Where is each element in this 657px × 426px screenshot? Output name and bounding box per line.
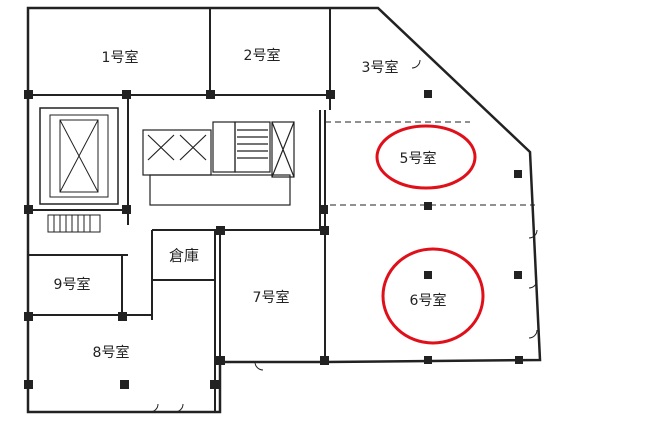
room-label-5: 5号室 [399,151,437,167]
room-label-3: 3号室 [361,60,399,76]
room-label-1: 1号室 [101,50,139,66]
highlight-circle-room5 [375,124,477,190]
room-label-storage: 倉庫 [168,246,200,265]
partition-dashed [209,20,535,206]
room-label-9: 9号室 [53,277,91,293]
shaft [39,107,119,205]
columns [24,90,523,389]
room-label-7: 7号室 [252,290,290,306]
highlight-circle-room6 [381,247,485,345]
room-label-8: 8号室 [92,345,130,361]
wall [28,8,331,412]
room-label-2: 2号室 [243,48,281,64]
room-label-6: 6号室 [409,293,447,309]
